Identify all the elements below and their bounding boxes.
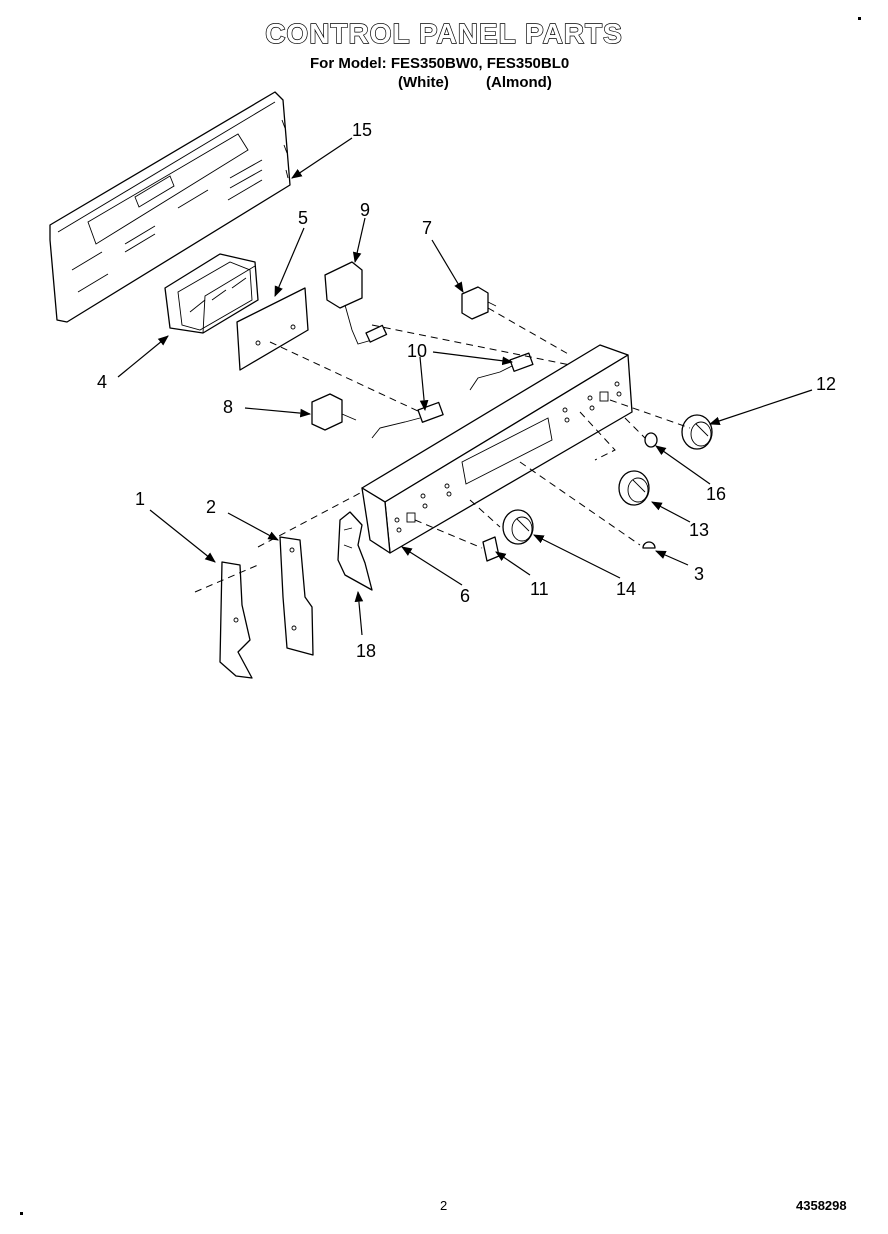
part-bracket <box>164 253 259 334</box>
part-bracket-18 <box>337 511 373 591</box>
callout-4: 4 <box>97 372 107 392</box>
part-knob-14 <box>502 509 534 545</box>
callout-13: 13 <box>689 520 709 540</box>
part-harness-10 <box>469 352 534 391</box>
callout-1: 1 <box>135 489 145 509</box>
callout-9: 9 <box>360 200 370 220</box>
callout-2: 2 <box>206 497 216 517</box>
variant-white: (White) <box>398 74 449 91</box>
callout-7: 7 <box>422 218 432 238</box>
part-indicator-16 <box>644 432 658 448</box>
part-switch-8 <box>311 393 444 439</box>
assembly-lines <box>194 307 691 593</box>
corner-mark <box>858 17 861 20</box>
leader-arrows <box>117 137 813 636</box>
part-end-trim-2 <box>279 536 314 656</box>
part-rear-panel <box>49 91 291 323</box>
callout-12: 12 <box>816 374 836 394</box>
callout-16: 16 <box>706 484 726 504</box>
callout-18: 18 <box>356 641 376 661</box>
variant-almond: (Almond) <box>486 74 552 91</box>
page-number: 2 <box>440 1198 448 1213</box>
part-end-cap-1 <box>219 561 253 679</box>
part-overlay-plate <box>236 287 309 371</box>
part-knob-12 <box>681 414 713 450</box>
part-lens-3 <box>642 541 656 549</box>
part-switch-7 <box>461 286 497 320</box>
model-line: For Model: FES350BW0, FES350BL0 <box>310 55 570 72</box>
callout-5: 5 <box>298 208 308 228</box>
callout-3: 3 <box>694 564 704 584</box>
part-switch-11 <box>482 536 500 562</box>
callout-8: 8 <box>223 397 233 417</box>
callout-10: 10 <box>407 341 427 361</box>
document-number: 4358298 <box>796 1198 847 1213</box>
part-switch-9 <box>324 261 388 345</box>
callout-labels: 15 5 9 7 4 10 12 8 16 1 2 13 6 11 14 3 1… <box>97 120 836 661</box>
corner-mark <box>20 1212 23 1215</box>
callout-11: 11 <box>530 579 549 599</box>
callout-14: 14 <box>616 579 636 599</box>
part-control-console <box>361 344 633 554</box>
page-title: CONTROL PANEL PARTS <box>264 17 623 49</box>
callout-15: 15 <box>352 120 372 140</box>
part-knob-13 <box>618 470 650 506</box>
callout-6: 6 <box>460 586 470 606</box>
